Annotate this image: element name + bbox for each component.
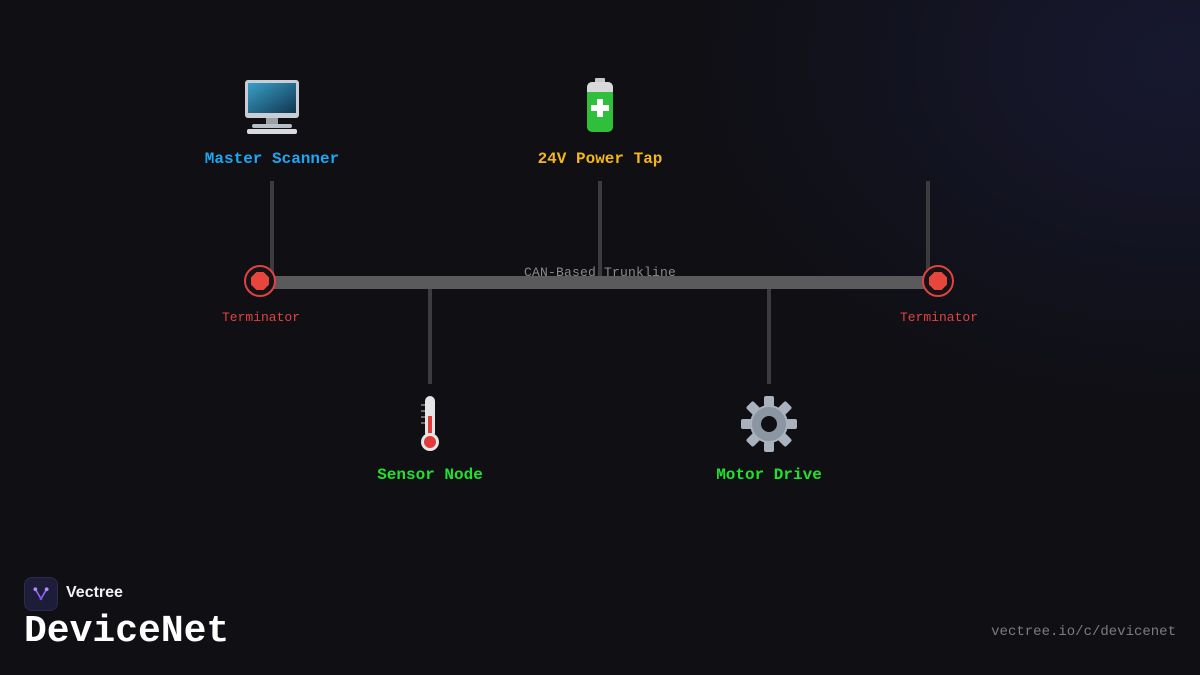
drop-line-right (926, 181, 930, 281)
terminator-right (922, 265, 954, 297)
power-tap-label: 24V Power Tap (537, 150, 663, 168)
drop-line-power-tap (598, 181, 602, 282)
drop-line-sensor-node (428, 283, 432, 384)
terminator-right-label: Terminator (899, 310, 978, 325)
stop-sign-icon (929, 272, 947, 290)
vectree-logo-icon (24, 577, 58, 611)
desktop-computer-icon (245, 80, 299, 134)
terminator-left (244, 265, 276, 297)
stop-sign-icon (251, 272, 269, 290)
thermometer-icon (421, 396, 439, 451)
sensor-node-label: Sensor Node (377, 466, 483, 484)
gear-icon (741, 396, 797, 452)
terminator-left-label: Terminator (221, 310, 300, 325)
motor-drive-label: Motor Drive (716, 466, 822, 484)
drop-line-master-scanner (270, 181, 274, 281)
drop-line-motor-drive (767, 283, 771, 384)
page-url[interactable]: vectree.io/c/devicenet (991, 624, 1176, 640)
master-scanner-label: Master Scanner (204, 150, 340, 168)
page-title: DeviceNet (24, 610, 230, 653)
brand-name: Vectree (66, 584, 123, 601)
trunk-line (262, 276, 938, 289)
battery-icon (587, 78, 613, 132)
trunk-label: CAN-Based Trunkline (523, 265, 677, 280)
